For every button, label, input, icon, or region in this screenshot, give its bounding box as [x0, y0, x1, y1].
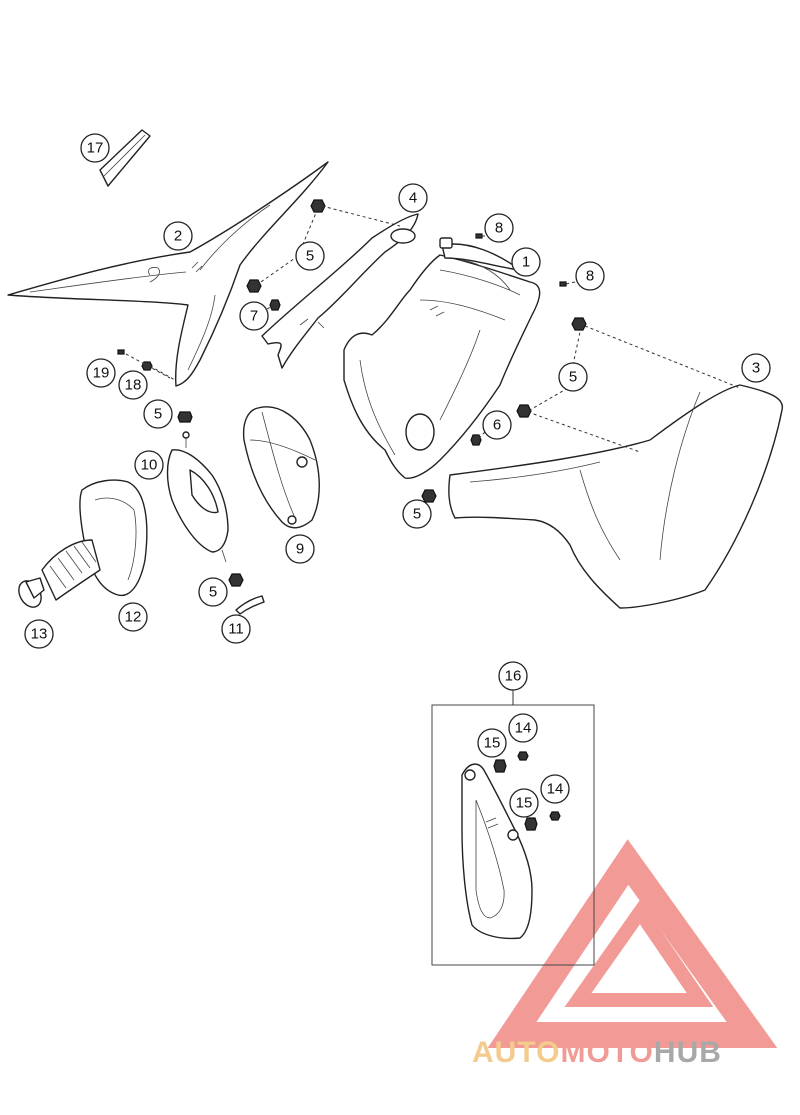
callout-label: 5 — [306, 248, 314, 265]
callout-8-right: 8 — [575, 261, 605, 291]
watermark-triangle-inner — [564, 899, 714, 1007]
callout-17: 17 — [80, 133, 110, 163]
watermark-text-auto: AUTO — [472, 1036, 560, 1069]
part-17-sticker — [99, 129, 151, 187]
callout-5-filter: 5 — [143, 399, 173, 429]
callout-13: 13 — [24, 619, 54, 649]
part-9-filter-cover — [242, 406, 320, 529]
watermark-text-moto: MOTO — [560, 1036, 653, 1069]
watermark-text: AUTOMOTOHUB — [472, 1036, 722, 1069]
callout-label: 3 — [752, 360, 760, 377]
callout-15-upper: 15 — [477, 728, 507, 758]
callout-label: 10 — [141, 457, 158, 474]
callout-label: 15 — [516, 795, 533, 812]
callout-5-right: 5 — [558, 362, 588, 392]
callout-label: 15 — [484, 735, 501, 752]
callout-5-airbox: 5 — [402, 499, 432, 529]
part-3-right-side-cover — [448, 384, 783, 609]
part-16-kit-box — [431, 690, 595, 966]
callout-label: 5 — [209, 584, 217, 601]
part-10-air-filter — [166, 431, 229, 563]
callout-1: 1 — [511, 247, 541, 277]
callout-3: 3 — [741, 353, 771, 383]
callout-label: 4 — [409, 190, 417, 207]
part-4-bracket — [261, 213, 419, 369]
callout-9: 9 — [285, 534, 315, 564]
callout-label: 17 — [87, 140, 104, 157]
callout-label: 5 — [413, 506, 421, 523]
callout-14-upper: 14 — [508, 713, 538, 743]
callout-19: 19 — [86, 358, 116, 388]
callout-label: 14 — [547, 781, 564, 798]
callout-6: 6 — [482, 410, 512, 440]
callout-7: 7 — [239, 301, 269, 331]
callout-label: 9 — [296, 541, 304, 558]
part-2-left-side-cover — [7, 161, 329, 387]
callout-14-lower: 14 — [540, 774, 570, 804]
callout-label: 6 — [493, 417, 501, 434]
callout-8-top: 8 — [484, 213, 514, 243]
callout-label: 5 — [154, 406, 162, 423]
callout-5-upper: 5 — [295, 241, 325, 271]
callout-5-lower: 5 — [198, 577, 228, 607]
callout-label: 12 — [125, 609, 142, 626]
callout-label: 8 — [495, 220, 503, 237]
callout-4: 4 — [398, 183, 428, 213]
callout-15-lower: 15 — [509, 788, 539, 818]
callout-label: 19 — [93, 365, 110, 382]
callout-label: 8 — [586, 268, 594, 285]
leader-lines — [125, 205, 741, 453]
callout-11: 11 — [221, 614, 251, 644]
watermark-logo: AUTOMOTOHUB — [472, 839, 778, 1069]
callout-12: 12 — [118, 602, 148, 632]
callout-16: 16 — [498, 661, 528, 691]
callout-18: 18 — [118, 370, 148, 400]
callout-label: 2 — [174, 228, 182, 245]
part-12-filter-cage — [41, 479, 148, 601]
part-1-airbox — [343, 237, 541, 479]
callout-label: 1 — [522, 254, 530, 271]
callout-label: 5 — [569, 369, 577, 386]
callout-label: 18 — [125, 377, 142, 394]
callout-label: 7 — [250, 308, 258, 325]
callout-10: 10 — [134, 450, 164, 480]
callout-label: 11 — [228, 621, 244, 638]
watermark-triangle-outer — [487, 839, 778, 1048]
callout-label: 16 — [505, 668, 522, 685]
part-13-hose-clamp — [18, 577, 45, 608]
callout-label: 13 — [31, 626, 48, 643]
watermark-text-hub: HUB — [654, 1036, 722, 1069]
part-11-clip — [235, 595, 265, 615]
callout-2: 2 — [163, 221, 193, 251]
small-fasteners — [117, 199, 587, 831]
callout-label: 14 — [515, 720, 532, 737]
